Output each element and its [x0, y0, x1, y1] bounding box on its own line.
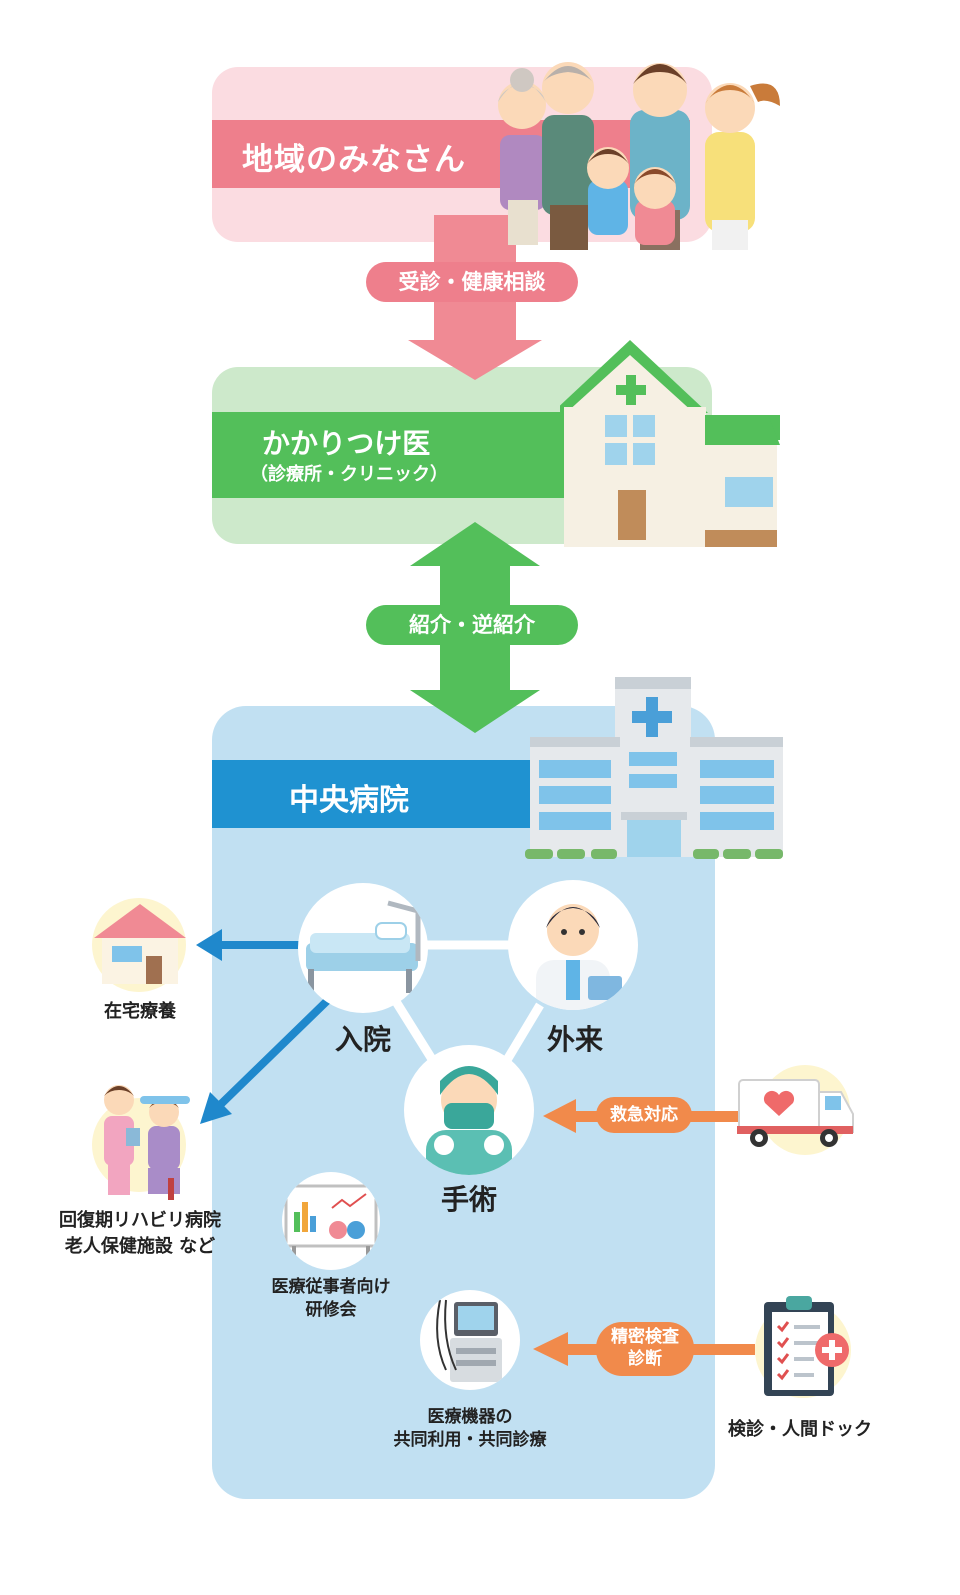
- hospital-building-icon: [525, 677, 783, 859]
- equipment-node: [420, 1290, 520, 1390]
- outpatient-node: [508, 880, 638, 1010]
- exam-label-line1: 精密検査: [611, 1327, 679, 1347]
- inpatient-node: [298, 883, 428, 1013]
- checkup-label: 検診・人間ドック: [728, 1419, 872, 1440]
- training-node: [282, 1172, 380, 1270]
- emergency-label: 救急対応: [610, 1105, 678, 1125]
- family-illustration: [498, 62, 780, 250]
- hospital-band: 中央病院: [212, 760, 542, 828]
- ambulance-icon: [737, 1079, 854, 1147]
- community-title: 地域のみなさん: [242, 142, 466, 178]
- medical-equipment-icon: [436, 1299, 502, 1382]
- mother-figure: [705, 83, 780, 250]
- equipment-label-line2: 共同利用・共同診療: [393, 1430, 547, 1450]
- clinic-band: かかりつけ医 （診療所・クリニック）: [212, 412, 564, 498]
- grandma-figure: [498, 68, 546, 245]
- equipment-label-line1: 医療機器の: [427, 1407, 513, 1427]
- inpatient-label: 入院: [334, 1023, 391, 1056]
- training-label-line1: 医療従事者向け: [271, 1277, 391, 1297]
- presentation-board-icon: [284, 1184, 378, 1262]
- hospital-title: 中央病院: [289, 783, 409, 818]
- surgery-label: 手術: [440, 1183, 497, 1216]
- referral-label: 紹介・逆紹介: [409, 613, 535, 637]
- clinic-title: かかりつけ医: [262, 427, 431, 460]
- consult-label-pill: 受診・健康相談: [366, 262, 578, 302]
- rehab-label-line2: 老人保健施設 など: [64, 1236, 216, 1257]
- emergency-label-pill: 救急対応: [596, 1097, 692, 1133]
- rehab-label-line1: 回復期リハビリ病院: [59, 1210, 221, 1231]
- outpatient-label: 外来: [546, 1023, 603, 1056]
- clinic-building-icon: [560, 340, 780, 547]
- surgeon-icon: [426, 1066, 512, 1175]
- exam-label-pill: 精密検査 診断: [596, 1322, 694, 1376]
- referral-label-pill: 紹介・逆紹介: [366, 605, 578, 645]
- exam-label-line2: 診断: [628, 1349, 662, 1369]
- clipboard-icon: [764, 1296, 849, 1396]
- training-label-line2: 研修会: [305, 1300, 357, 1320]
- consult-label: 受診・健康相談: [398, 270, 546, 294]
- rehab-illustration: [104, 1085, 190, 1200]
- doctor-icon: [536, 904, 622, 1010]
- home-care-label: 在宅療養: [104, 1001, 176, 1022]
- hospital-bed-icon: [306, 900, 421, 993]
- surgery-node: [404, 1045, 534, 1175]
- home-icon: [94, 904, 186, 984]
- discharge-arrows: [196, 929, 331, 1124]
- grandpa-figure: [542, 62, 594, 250]
- child-figures: [587, 147, 676, 245]
- clinic-subtitle: （診療所・クリニック）: [250, 464, 448, 485]
